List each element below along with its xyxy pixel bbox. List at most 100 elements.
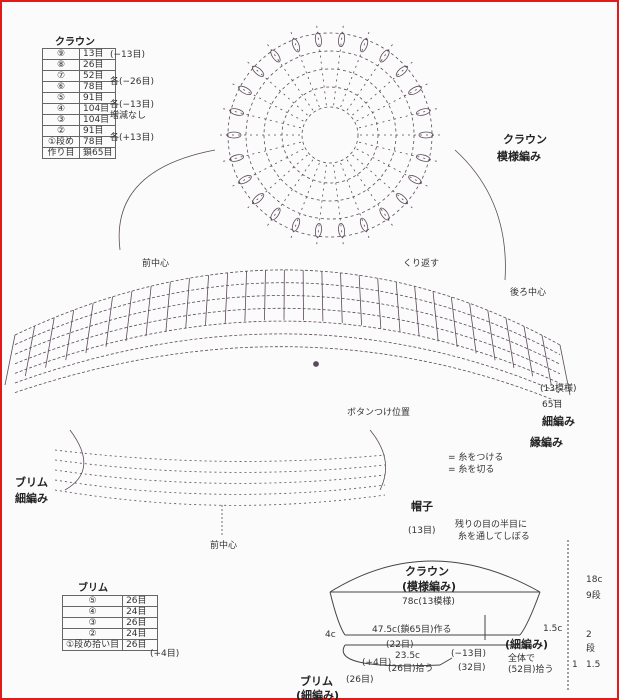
puff-stitch	[359, 217, 369, 232]
band-column	[395, 281, 401, 332]
crown-band	[4, 269, 571, 403]
puff-stitch	[359, 38, 369, 53]
band-column	[487, 310, 496, 361]
crown-table-note: (−13目)	[110, 50, 146, 60]
band-row	[14, 307, 561, 375]
count-cell: 26目	[122, 617, 159, 629]
band-row	[14, 320, 561, 384]
brim-edge	[64, 429, 85, 491]
puff-stitch	[314, 32, 322, 48]
hat-side	[519, 591, 541, 636]
band-column	[340, 272, 343, 323]
hat-4c: 4c	[325, 630, 336, 640]
band-row	[14, 333, 561, 394]
band-column	[358, 275, 362, 326]
brim-row	[54, 459, 386, 473]
puff-stitch	[226, 131, 242, 139]
hat-15: 1.5	[586, 660, 601, 670]
puff-stitch	[314, 222, 322, 238]
puff-stitch	[379, 49, 390, 63]
edge-label: 縁編み	[530, 436, 563, 449]
hat-18c: 18c	[586, 575, 603, 585]
motif-spoke	[316, 23, 327, 106]
count-cell: 26目	[122, 639, 159, 651]
band-column	[105, 296, 113, 347]
motif-spoke	[245, 60, 308, 116]
puff-stitch	[338, 32, 346, 48]
hat-52: (52目)拾う	[508, 665, 554, 675]
band-column	[414, 286, 420, 337]
stitches-65-label: 65目	[542, 400, 563, 410]
hat-32: (32目)	[458, 663, 486, 673]
motif-spoke	[340, 30, 371, 108]
band-column	[85, 303, 94, 354]
band-column	[65, 310, 75, 361]
band-column	[377, 278, 382, 329]
band-column	[224, 272, 229, 323]
band-column	[205, 275, 209, 326]
motif-spoke	[221, 107, 301, 129]
puff-stitch	[379, 207, 390, 221]
puff-stitch	[338, 222, 346, 238]
motif-spoke	[230, 148, 304, 188]
band-column	[264, 270, 266, 321]
band-column	[505, 317, 515, 369]
band-column	[450, 296, 458, 348]
hat-brim-label: ブリム	[300, 675, 333, 688]
hat-brim-sc: (細編み)	[296, 689, 340, 700]
puff-stitch	[408, 175, 422, 185]
band-column	[165, 281, 171, 332]
puff-stitch	[395, 193, 408, 205]
brim-chart	[54, 429, 386, 535]
crown-table-row: 作り目鎖65目	[42, 147, 117, 159]
motif-spoke	[346, 42, 394, 111]
motif-spoke	[221, 141, 301, 163]
puff-stitch	[238, 175, 252, 185]
band-row	[14, 282, 561, 355]
front-center-bottom-label: 前中心	[210, 541, 238, 551]
band-row	[14, 269, 561, 346]
band-column	[24, 325, 36, 377]
hat-side	[329, 591, 346, 636]
band-column	[185, 278, 190, 329]
guide-arrow	[454, 149, 506, 281]
puff-stitch	[415, 108, 431, 116]
brim-table-title: ブリム	[78, 583, 108, 594]
puff-stitch	[252, 193, 265, 205]
round-cell: ①段め拾い目	[61, 639, 124, 651]
motif-spoke	[359, 107, 439, 129]
motif-spoke	[346, 159, 394, 228]
puff-stitch	[291, 217, 301, 232]
round-cell: 作り目	[42, 147, 80, 159]
band-column	[523, 326, 534, 377]
motif-spoke	[352, 154, 415, 210]
motif-spoke	[333, 23, 344, 106]
hat-note-1: 残りの目の半目に	[455, 520, 528, 530]
hat-title: 帽子	[411, 500, 433, 513]
motif-spoke	[266, 159, 314, 228]
crown-circle-motif	[118, 23, 506, 281]
motif-spoke	[266, 42, 314, 111]
brim-note: (+4目)	[150, 649, 180, 659]
hat-crown-label: クラウン	[405, 565, 449, 578]
hat-1: 1	[572, 660, 578, 670]
motif-ring	[301, 106, 359, 164]
hat-13: (13目)	[408, 526, 436, 536]
band-column	[559, 344, 571, 396]
puff-stitch	[270, 207, 281, 221]
hat-235: 23.5c	[395, 651, 420, 661]
crown-table-note: 各(+13目)	[110, 133, 155, 144]
brim-row	[54, 449, 386, 462]
hat-plus4: (+4目)	[362, 658, 392, 668]
brim-row	[54, 479, 386, 495]
puff-stitch	[395, 65, 408, 77]
